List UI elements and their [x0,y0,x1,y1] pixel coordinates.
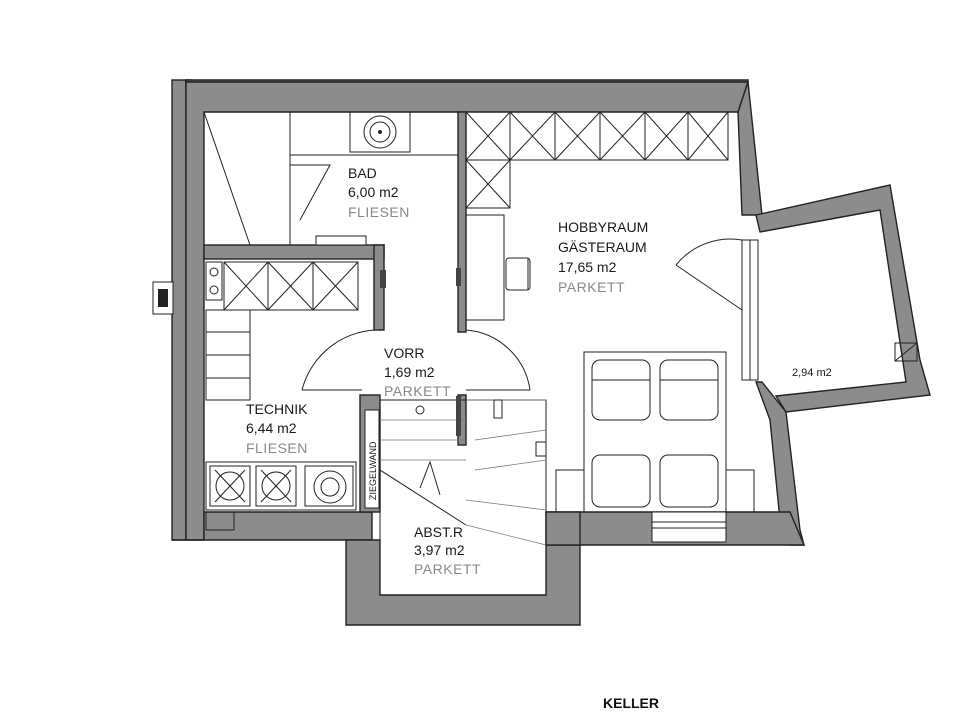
interior-walls [203,111,467,513]
wall-label: ZIEGELWAND [368,441,378,500]
lightwell: 2,94 m2 [741,184,931,413]
doors [380,268,461,436]
technik-name: TECHNIK [246,401,308,417]
technik-floor: FLIESEN [246,440,308,456]
bad-area: 6,00 m2 [348,184,399,200]
bad-floor: FLIESEN [348,204,410,220]
hobby-name-2: GÄSTERAUM [558,239,647,255]
hobby-floor: PARKETT [558,279,625,295]
room-bad: BAD 6,00 m2 FLIESEN [203,111,458,246]
abstr-floor: PARKETT [414,561,481,577]
outlet-box [152,281,174,315]
floor-title: KELLER [603,695,659,711]
room-abstr: ABST.R 3,97 m2 PARKETT [379,399,547,596]
bad-name: BAD [348,165,377,181]
room-vorr: VORR 1,69 m2 PARKETT [301,329,531,415]
vorr-name: VORR [384,345,424,361]
abstr-area: 3,97 m2 [414,542,465,558]
abstr-name: ABST.R [414,524,463,540]
hobby-area: 17,65 m2 [558,259,617,275]
vorr-area: 1,69 m2 [384,364,435,380]
hobby-name-1: HOBBYRAUM [558,219,648,235]
lightwell-area: 2,94 m2 [792,367,832,379]
room-technik: TECHNIK 6,44 m2 FLIESEN ZIEGELWAND [205,261,378,531]
room-hobbyraum: HOBBYRAUM GÄSTERAUM 17,65 m2 PARKETT [465,111,755,543]
vorr-floor: PARKETT [384,383,451,399]
technik-area: 6,44 m2 [246,420,297,436]
